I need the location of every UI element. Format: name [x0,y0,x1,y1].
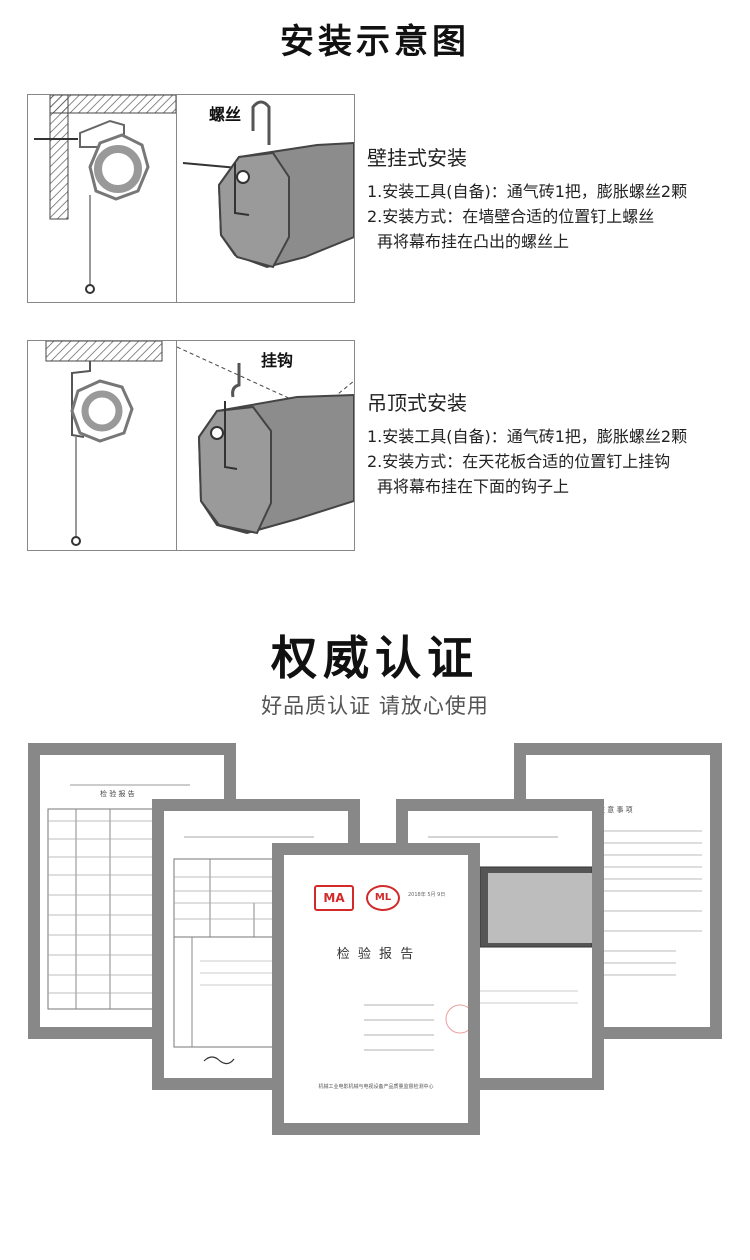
wall-mount-perspective-diagram: 螺丝 [176,94,355,303]
ceiling-mount-perspective-diagram: 挂钩 [176,340,355,551]
wall-mount-heading: 壁挂式安装 [367,146,467,170]
ml-logo: ML [366,885,400,911]
screw-label: 螺丝 [209,105,242,124]
report-date: 2018年 5月 9日 [408,892,446,898]
notice-heading: 注 意 事 项 [598,806,633,814]
ceiling-mount-side-diagram [27,340,177,551]
report-org: 机械工业电影机械与电视设备产品质量监督检测中心 [318,1084,434,1090]
screw-mount-illustration [182,100,354,269]
notice-text-illustration [596,830,702,976]
wall-mount-step-2-cont: 再将幕布挂在凸出的螺丝上 [377,232,570,251]
hook-mount-illustration [177,346,354,535]
wall-mount-steps: 壁挂式安装 1.安装工具(自备)：通气砖1把，膨胀螺丝2颗 2.安装方式：在墙壁… [367,143,687,254]
hook-label: 挂钩 [261,351,294,370]
wall-mount-side-diagram [27,94,177,303]
cert-subtitle: 好品质认证 请放心使用 [261,694,489,718]
install-title: 安装示意图 [280,22,470,62]
wall-mount-step-2: 2.安装方式：在墙壁合适的位置钉上螺丝 [367,207,655,226]
wall-bracket-illustration [34,95,176,294]
screen-photo-illustration [428,836,592,1004]
ceiling-mount-steps: 吊顶式安装 1.安装工具(自备)：通气砖1把，膨胀螺丝2颗 2.安装方式：在天花… [367,388,687,499]
report-cover: MA ML 2018年 5月 9日 检 验 报 告 机械工业电影机械与电视设备产… [272,843,480,1135]
ceiling-bracket-illustration [45,341,163,546]
page-1-heading: 检 验 报 告 [100,790,135,798]
ma-logo: MA [314,885,354,911]
report-title: 检 验 报 告 [336,947,416,962]
ceiling-mount-step-2: 2.安装方式：在天花板合适的位置钉上挂钩 [367,452,671,471]
cert-title: 权威认证 [271,631,479,685]
ceiling-mount-heading: 吊顶式安装 [367,391,467,415]
ceiling-mount-step-1: 1.安装工具(自备)：通气砖1把，膨胀螺丝2颗 [367,427,688,446]
report-fields-illustration [364,1004,468,1051]
ceiling-mount-step-2-cont: 再将幕布挂在下面的钩子上 [377,477,570,496]
wall-mount-step-1: 1.安装工具(自备)：通气砖1把，膨胀螺丝2颗 [367,182,688,201]
